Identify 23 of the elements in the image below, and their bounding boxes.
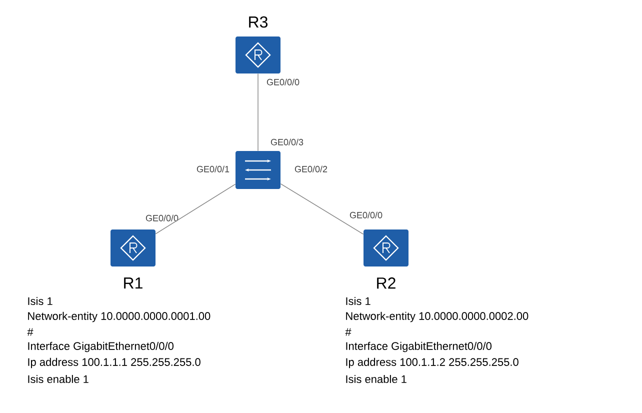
config-line: Network-entity 10.0000.0000.0002.00: [346, 312, 528, 322]
device-label: R1: [124, 278, 142, 288]
port-label: GE0/0/2: [294, 166, 328, 172]
device-label: R2: [377, 277, 396, 289]
port-label: GE0/0/0: [266, 78, 300, 86]
link-line: [155, 184, 236, 234]
port-label: GE0/0/0: [350, 212, 382, 218]
config-line: Interface GigabitEthernet0/0/0: [28, 342, 174, 352]
link-line: [280, 183, 364, 235]
config-line: #: [345, 328, 352, 336]
config-line: #: [27, 328, 34, 336]
config-line: Interface GigabitEthernet0/0/0: [346, 342, 492, 352]
config-line: Network-entity 10.0000.0000.0001.00: [28, 312, 210, 322]
port-label: GE0/0/3: [270, 138, 304, 146]
config-line: Ip address 100.1.1.1 255.255.255.0: [28, 358, 200, 368]
port-label: GE0/0/1: [196, 166, 230, 172]
config-line: Ip address 100.1.1.2 255.255.255.0: [346, 358, 518, 368]
device-label: R3: [249, 16, 268, 28]
config-line: Isis 1: [346, 296, 370, 306]
config-line: Isis enable 1: [28, 374, 88, 384]
port-label: GE0/0/0: [146, 214, 178, 222]
config-line: Isis 1: [28, 296, 52, 306]
config-line: Isis enable 1: [346, 374, 406, 384]
